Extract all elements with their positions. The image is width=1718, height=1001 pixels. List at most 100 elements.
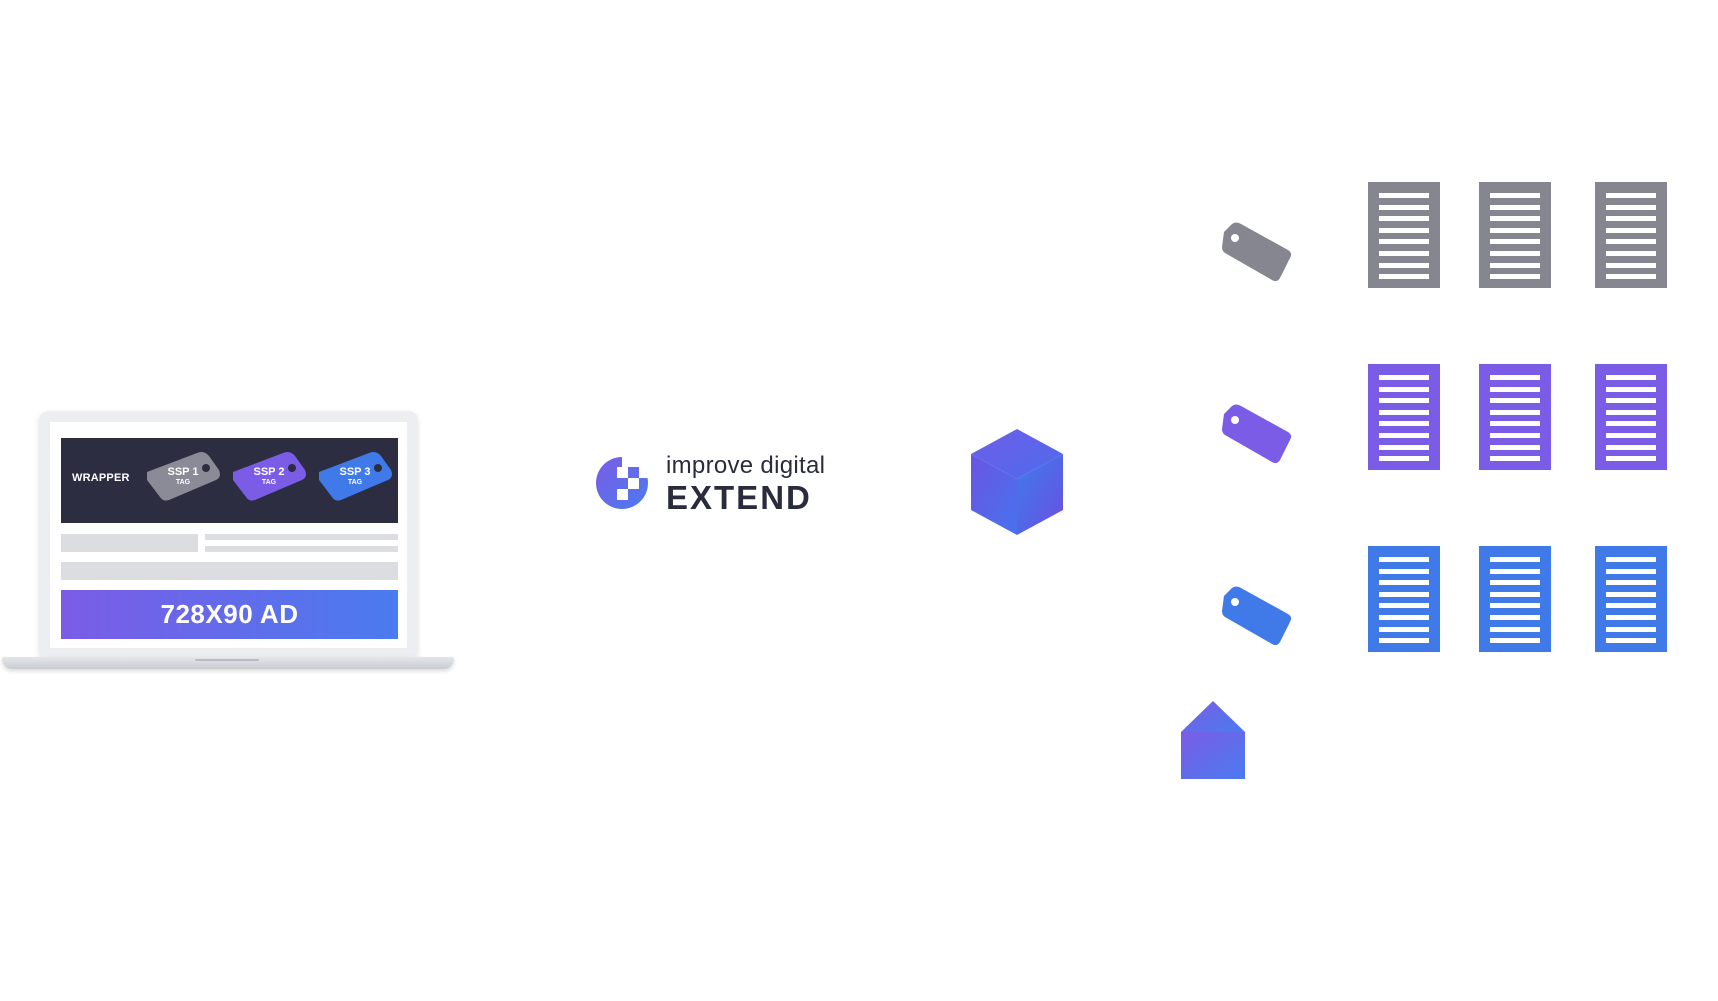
document-line xyxy=(1379,251,1429,256)
document-line xyxy=(1490,227,1540,233)
price-tag-icon xyxy=(319,452,392,501)
document-line xyxy=(1606,421,1656,427)
document-line xyxy=(1606,557,1656,562)
document-line xyxy=(1606,375,1656,380)
ssp2-tag-title: SSP 2 xyxy=(253,466,285,478)
document-line xyxy=(1379,398,1429,404)
document-line xyxy=(1490,580,1540,586)
document-line xyxy=(1490,193,1540,198)
document-line xyxy=(1379,239,1429,245)
document-icon xyxy=(1479,182,1551,288)
document-line xyxy=(1606,193,1656,198)
document-line xyxy=(1606,227,1656,233)
document-line xyxy=(1606,456,1656,462)
document-icon xyxy=(1595,364,1667,470)
document-line xyxy=(1606,568,1656,574)
document-line xyxy=(1490,615,1540,620)
content-placeholder xyxy=(205,534,398,540)
document-icon xyxy=(1368,546,1440,652)
document-line xyxy=(1606,626,1656,632)
document-line xyxy=(1490,603,1540,609)
document-icon xyxy=(1595,182,1667,288)
document-line xyxy=(1379,568,1429,574)
document-line xyxy=(1490,204,1540,210)
content-placeholder xyxy=(205,546,398,552)
document-line xyxy=(1490,568,1540,574)
document-line xyxy=(1379,456,1429,462)
document-line xyxy=(1379,421,1429,427)
document-line xyxy=(1379,580,1429,586)
document-line xyxy=(1606,638,1656,644)
document-line xyxy=(1379,216,1429,222)
document-line xyxy=(1490,274,1540,280)
ssp1-tag-title: SSP 1 xyxy=(167,466,199,478)
document-line xyxy=(1490,375,1540,380)
price-tag-icon xyxy=(233,452,306,501)
document-line xyxy=(1490,421,1540,427)
document-icon xyxy=(1368,182,1440,288)
document-line xyxy=(1379,193,1429,198)
ssp3-tag: SSP 3 TAG xyxy=(317,450,393,501)
price-tag-icon xyxy=(1222,404,1292,464)
document-line xyxy=(1379,603,1429,609)
document-line xyxy=(1379,274,1429,280)
document-line xyxy=(1379,375,1429,380)
document-line xyxy=(1490,398,1540,404)
ssp2-tag-sub: TAG xyxy=(261,479,277,486)
ad-banner: 728X90 AD xyxy=(61,590,398,639)
document-icon xyxy=(1479,364,1551,470)
document-line xyxy=(1606,204,1656,210)
document-line xyxy=(1490,251,1540,256)
document-icon xyxy=(1368,364,1440,470)
document-line xyxy=(1606,433,1656,438)
document-line xyxy=(1606,216,1656,222)
document-line xyxy=(1490,239,1540,245)
document-icon xyxy=(1595,546,1667,652)
document-line xyxy=(1606,262,1656,268)
brand-name: improve digital xyxy=(666,452,826,479)
document-line xyxy=(1606,580,1656,586)
document-line xyxy=(1490,456,1540,462)
document-line xyxy=(1379,638,1429,644)
document-line xyxy=(1379,409,1429,415)
document-line xyxy=(1379,557,1429,562)
document-line xyxy=(1606,386,1656,392)
document-icon xyxy=(1479,546,1551,652)
laptop-base-notch xyxy=(195,659,259,661)
document-line xyxy=(1490,626,1540,632)
document-line xyxy=(1379,615,1429,620)
ssp3-tag-title: SSP 3 xyxy=(339,466,371,478)
document-line xyxy=(1606,603,1656,609)
document-line xyxy=(1490,386,1540,392)
content-placeholder xyxy=(61,562,398,580)
brand-product: EXTEND xyxy=(666,479,812,516)
document-line xyxy=(1379,227,1429,233)
document-line xyxy=(1379,626,1429,632)
ssp1-tag: SSP 1 TAG xyxy=(145,450,221,501)
document-line xyxy=(1606,274,1656,280)
ssp3-tag-sub: TAG xyxy=(347,479,363,486)
document-line xyxy=(1490,409,1540,415)
document-line xyxy=(1490,591,1540,597)
wrapper-label: WRAPPER xyxy=(72,472,130,484)
document-line xyxy=(1490,557,1540,562)
document-line xyxy=(1606,409,1656,415)
document-line xyxy=(1379,262,1429,268)
content-placeholder xyxy=(61,534,198,552)
document-line xyxy=(1606,239,1656,245)
document-line xyxy=(1490,262,1540,268)
document-line xyxy=(1379,591,1429,597)
improve-digital-logo-icon xyxy=(596,456,649,509)
document-line xyxy=(1379,386,1429,392)
document-line xyxy=(1379,444,1429,450)
document-line xyxy=(1606,591,1656,597)
house-icon xyxy=(1181,701,1245,779)
document-line xyxy=(1606,615,1656,620)
price-tag-icon xyxy=(1222,222,1292,282)
price-tag-icon xyxy=(147,452,220,501)
document-line xyxy=(1490,638,1540,644)
document-line xyxy=(1606,398,1656,404)
document-line xyxy=(1379,204,1429,210)
document-line xyxy=(1379,433,1429,438)
price-tag-icon xyxy=(1222,586,1292,646)
